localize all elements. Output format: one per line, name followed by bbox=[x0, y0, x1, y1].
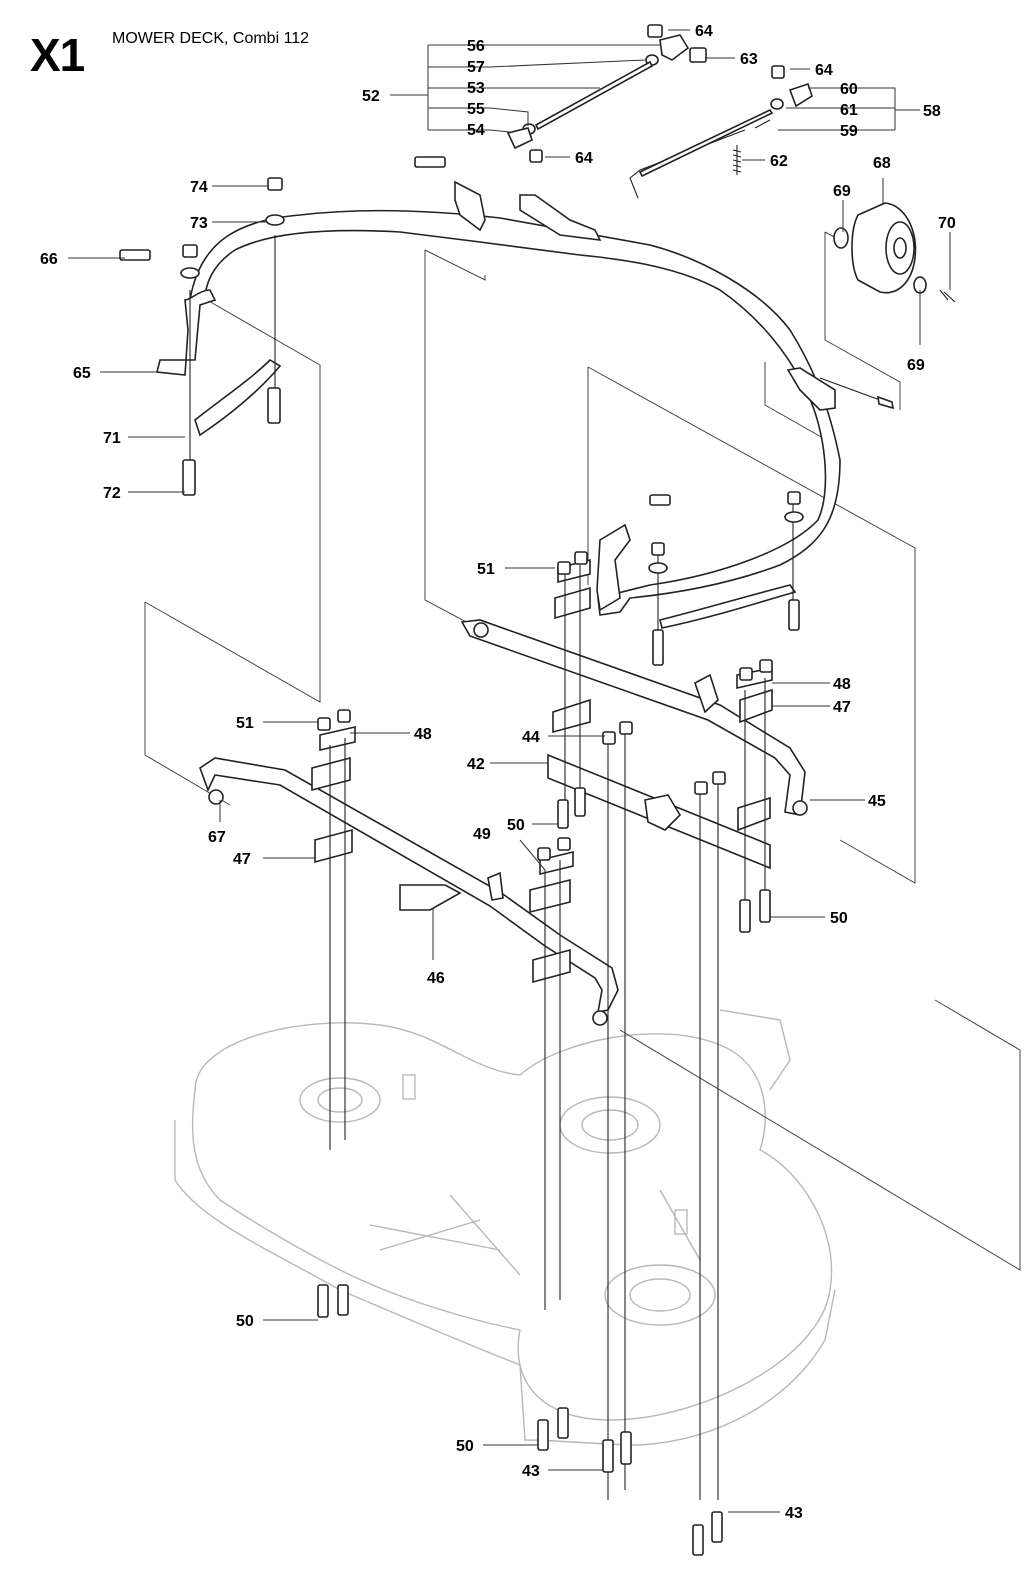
callout-56: 56 bbox=[467, 38, 485, 55]
callout-63: 63 bbox=[740, 51, 758, 68]
callout-71: 71 bbox=[103, 430, 121, 447]
callout-67: 67 bbox=[208, 829, 226, 846]
mounting-blocks bbox=[311, 558, 773, 984]
callout-50-right: 50 bbox=[830, 910, 848, 927]
section-code: X1 bbox=[30, 29, 85, 81]
bolts bbox=[119, 47, 800, 1556]
callout-69-bottom: 69 bbox=[907, 357, 925, 374]
callout-57: 57 bbox=[467, 59, 485, 76]
callout-55: 55 bbox=[467, 101, 485, 118]
callout-50-mid: 50 bbox=[507, 817, 525, 834]
callout-59: 59 bbox=[840, 123, 858, 140]
page-title: MOWER DECK, Combi 112 bbox=[112, 30, 310, 47]
explode-planes bbox=[144, 231, 1021, 1271]
callout-65: 65 bbox=[73, 365, 91, 382]
callout-44: 44 bbox=[522, 729, 540, 746]
callout-53: 53 bbox=[467, 80, 485, 97]
callout-64-left: 64 bbox=[575, 150, 593, 167]
callout-49: 49 bbox=[473, 826, 491, 843]
callout-48-right: 48 bbox=[833, 676, 851, 693]
nuts-and-washers bbox=[180, 24, 808, 1026]
callout-73: 73 bbox=[190, 215, 208, 232]
callout-62: 62 bbox=[770, 153, 788, 170]
callout-68: 68 bbox=[873, 155, 891, 172]
callout-66: 66 bbox=[40, 251, 58, 268]
callout-51-right: 51 bbox=[477, 561, 495, 578]
callout-43-left: 43 bbox=[522, 1463, 540, 1480]
anti-scalp-roller bbox=[833, 202, 956, 303]
callout-52: 52 bbox=[362, 88, 380, 105]
leader-lines bbox=[68, 29, 951, 1513]
callout-47-right: 47 bbox=[833, 699, 851, 716]
callout-72: 72 bbox=[103, 485, 121, 502]
callout-42: 42 bbox=[467, 756, 485, 773]
linkage-rods bbox=[506, 34, 813, 199]
callout-74: 74 bbox=[190, 179, 208, 196]
callout-50-bottom: 50 bbox=[456, 1438, 474, 1455]
callout-labels: 56 57 53 55 54 52 64 63 64 64 60 61 59 5… bbox=[40, 23, 956, 1522]
callout-60: 60 bbox=[840, 81, 858, 98]
bolt-axes bbox=[189, 235, 794, 1500]
callout-54: 54 bbox=[467, 122, 485, 139]
lift-frame bbox=[156, 180, 894, 629]
callout-46: 46 bbox=[427, 970, 445, 987]
lower-lift-bars bbox=[199, 619, 806, 1014]
callout-47-left: 47 bbox=[233, 851, 251, 868]
callout-64-right: 64 bbox=[815, 62, 833, 79]
callout-58: 58 bbox=[923, 103, 941, 120]
callout-70: 70 bbox=[938, 215, 956, 232]
callout-50-left: 50 bbox=[236, 1313, 254, 1330]
callout-69-top: 69 bbox=[833, 183, 851, 200]
callout-64-top: 64 bbox=[695, 23, 713, 40]
callout-48-left: 48 bbox=[414, 726, 432, 743]
mower-deck-housing bbox=[174, 1009, 836, 1446]
callout-51-left: 51 bbox=[236, 715, 254, 732]
callout-61: 61 bbox=[840, 102, 858, 119]
callout-45: 45 bbox=[868, 793, 886, 810]
callout-43-right: 43 bbox=[785, 1505, 803, 1522]
